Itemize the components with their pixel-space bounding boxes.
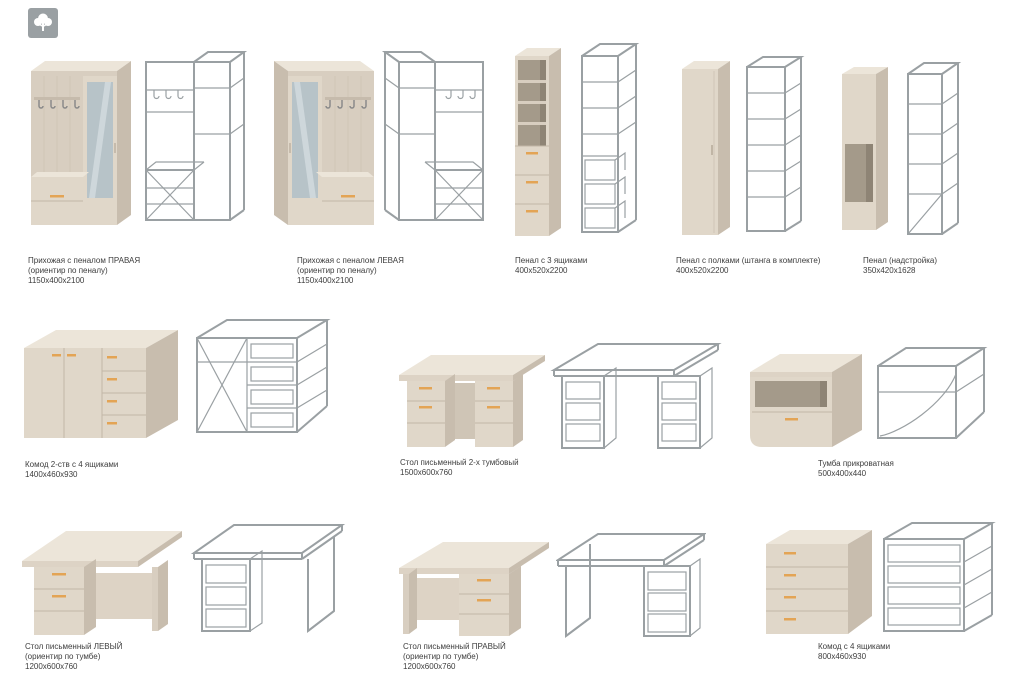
item-dimensions: 1200x600x760 bbox=[403, 662, 456, 671]
wireframe-nightstand bbox=[872, 332, 992, 447]
item-label-dresser-2-door-4-drawer: Комод 2-ств с 4 ящиками 1400x460x930 bbox=[25, 460, 205, 480]
render-nightstand bbox=[742, 336, 867, 456]
item-title: Стол письменный ЛЕВЫЙ bbox=[25, 642, 123, 651]
item-subtitle: (ориентир по тумбе) bbox=[25, 652, 101, 661]
render-desk-right bbox=[397, 500, 552, 640]
render-desk-double-pedestal bbox=[397, 325, 547, 453]
render-tall-cabinet-addon bbox=[838, 64, 890, 242]
item-label-tall-cabinet-3-drawers: Пенал с 3 ящиками 400x520x2200 bbox=[515, 256, 695, 276]
item-title: Комод с 4 ящиками bbox=[818, 642, 891, 651]
wireframe-chest-4-drawer bbox=[880, 503, 1004, 643]
item-label-chest-4-drawer: Комод с 4 ящиками 800x460x930 bbox=[818, 642, 998, 662]
item-label-nightstand: Тумба прикроватная 500x400x440 bbox=[818, 459, 998, 479]
wireframe-desk-double-pedestal bbox=[550, 318, 722, 456]
item-title: Комод 2-ств с 4 ящиками bbox=[25, 460, 119, 469]
item-title: Прихожая с пеналом ПРАВАЯ bbox=[28, 256, 141, 265]
item-title: Прихожая с пеналом ЛЕВАЯ bbox=[297, 256, 404, 265]
tree-logo-icon bbox=[28, 8, 58, 38]
render-desk-left bbox=[20, 487, 188, 639]
item-dimensions: 1150x400x2100 bbox=[297, 276, 354, 285]
wireframe-tall-cabinet-addon bbox=[903, 58, 977, 244]
wireframe-hallway-right bbox=[142, 48, 248, 238]
item-dimensions: 1150x400x2100 bbox=[28, 276, 85, 285]
item-dimensions: 350x420x1628 bbox=[863, 266, 916, 275]
render-dresser-2-door-4-drawer bbox=[20, 308, 188, 456]
item-dimensions: 800x460x930 bbox=[818, 652, 867, 661]
item-label-hallway-left: Прихожая с пеналом ЛЕВАЯ (ориентир по пе… bbox=[297, 256, 477, 286]
item-label-desk-left: Стол письменный ЛЕВЫЙ (ориентир по тумбе… bbox=[25, 642, 205, 672]
item-dimensions: 1400x460x930 bbox=[25, 470, 78, 479]
wireframe-hallway-left bbox=[378, 48, 490, 238]
item-title: Пенал с 3 ящиками bbox=[515, 256, 588, 265]
wireframe-dresser-2-door-4-drawer bbox=[193, 302, 333, 454]
item-title: Пенал с полками (штанга в комплекте) bbox=[676, 256, 821, 265]
item-subtitle: (ориентир по тумбе) bbox=[403, 652, 479, 661]
render-tall-cabinet-3-drawers bbox=[511, 44, 563, 242]
wireframe-tall-cabinet-shelves bbox=[742, 53, 808, 243]
item-title: Стол письменный ПРАВЫЙ bbox=[403, 642, 506, 651]
item-label-tall-cabinet-shelves: Пенал с полками (штанга в комплекте) 400… bbox=[676, 256, 856, 276]
item-dimensions: 1200x600x760 bbox=[25, 662, 78, 671]
item-subtitle: (ориентир по пеналу) bbox=[297, 266, 377, 275]
item-dimensions: 500x400x440 bbox=[818, 469, 867, 478]
item-dimensions: 400x520x2200 bbox=[515, 266, 568, 275]
render-tall-cabinet-shelves bbox=[678, 57, 733, 242]
item-label-desk-right: Стол письменный ПРАВЫЙ (ориентир по тумб… bbox=[403, 642, 583, 672]
item-title: Стол письменный 2-х тумбовый bbox=[400, 458, 519, 467]
render-chest-4-drawer bbox=[760, 510, 878, 642]
item-label-hallway-right: Прихожая с пеналом ПРАВАЯ (ориентир по п… bbox=[28, 256, 208, 286]
render-hallway-right bbox=[27, 55, 137, 238]
item-title: Пенал (надстройка) bbox=[863, 256, 937, 265]
wireframe-desk-left bbox=[190, 483, 346, 639]
item-title: Тумба прикроватная bbox=[818, 459, 894, 468]
item-dimensions: 400x520x2200 bbox=[676, 266, 729, 275]
wireframe-tall-cabinet-3-drawers bbox=[576, 40, 652, 242]
item-dimensions: 1500x600x760 bbox=[400, 468, 453, 477]
render-hallway-left bbox=[268, 55, 378, 238]
item-label-tall-cabinet-addon: Пенал (надстройка) 350x420x1628 bbox=[863, 256, 1009, 276]
wireframe-desk-right bbox=[556, 496, 706, 641]
item-label-desk-double-pedestal: Стол письменный 2-х тумбовый 1500x600x76… bbox=[400, 458, 580, 478]
item-subtitle: (ориентир по пеналу) bbox=[28, 266, 108, 275]
